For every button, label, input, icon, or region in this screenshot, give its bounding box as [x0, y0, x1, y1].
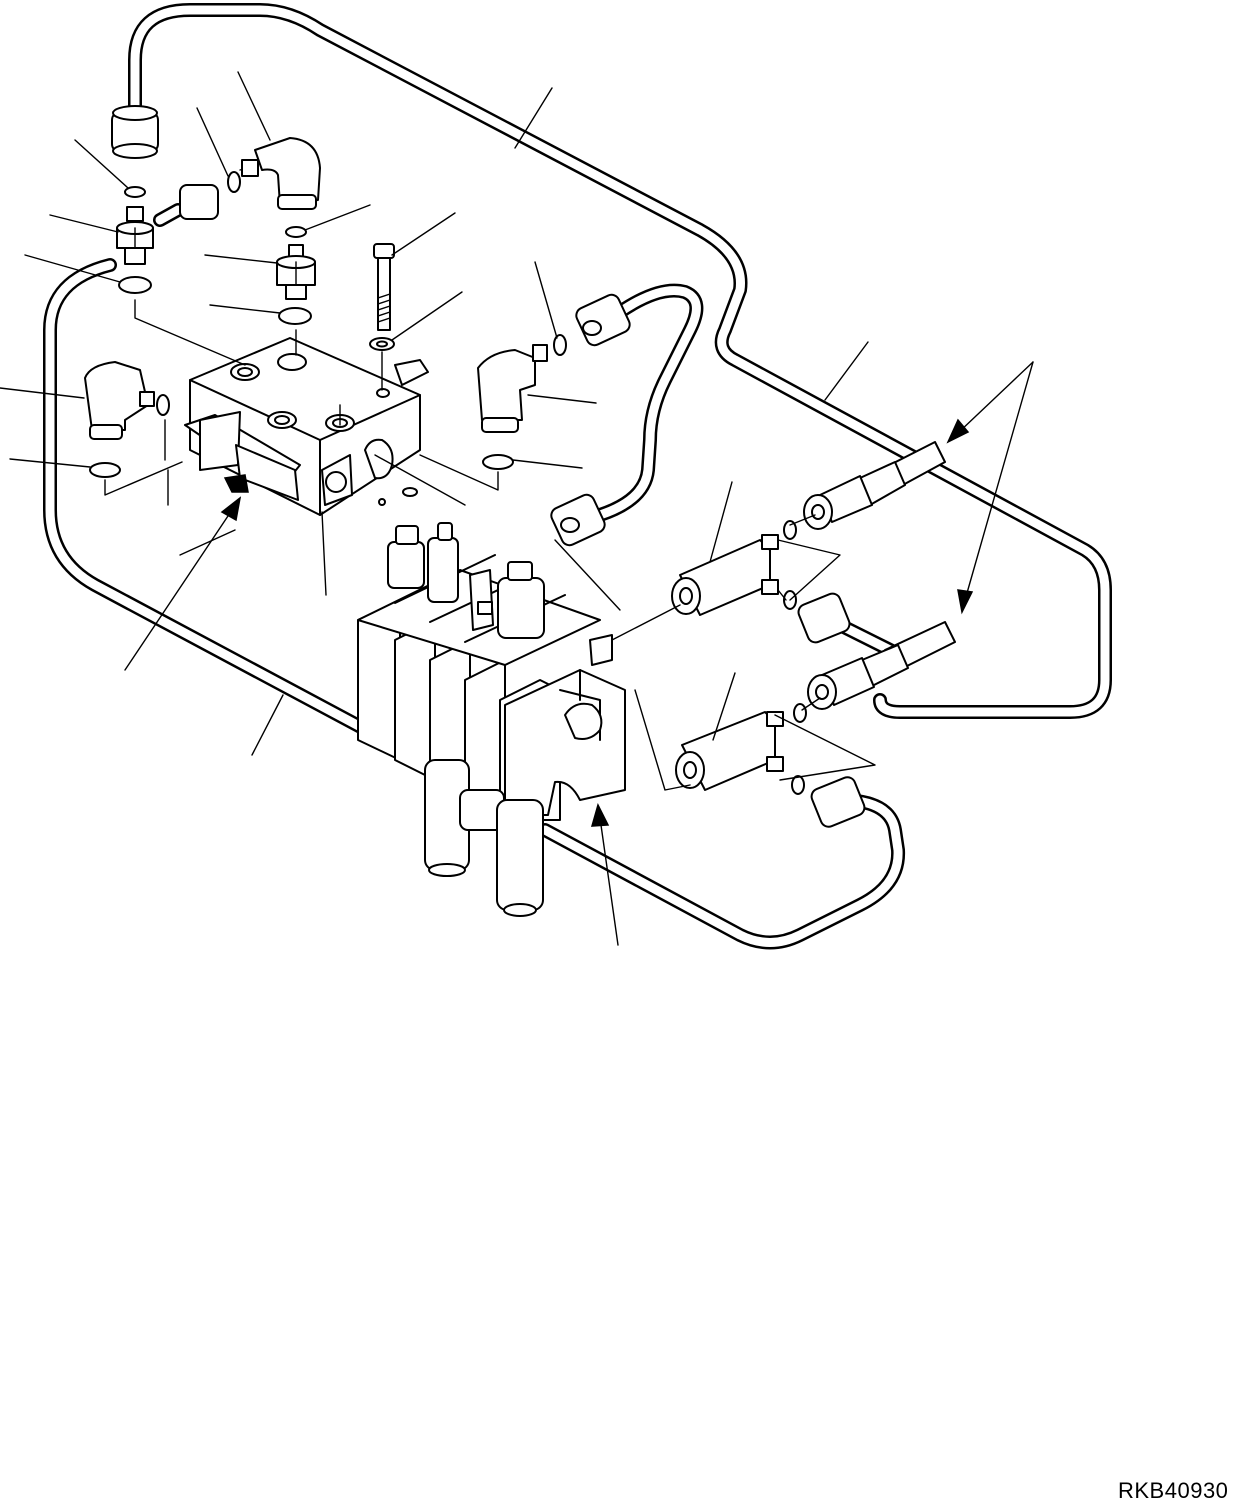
hydraulic-pipe-outer-loop — [135, 10, 1105, 712]
pipe-nut-top — [112, 106, 158, 158]
elbow-fitting-right — [478, 345, 547, 432]
arrow-leaders — [125, 362, 1033, 945]
o-ring — [794, 704, 806, 722]
pipe-nut-right-top — [574, 292, 633, 348]
o-ring — [279, 308, 311, 324]
adapter-fitting-left — [117, 207, 153, 264]
o-ring — [792, 776, 804, 794]
pipe-nut-right-lower — [549, 492, 608, 548]
leader-lines — [0, 72, 868, 755]
o-ring — [554, 335, 566, 355]
o-ring — [228, 172, 240, 192]
hydraulic-pipe-left-loop — [50, 265, 385, 740]
o-ring — [119, 277, 151, 293]
hydraulic-pipe-bottom-loop — [545, 800, 898, 943]
mounting-bolt — [374, 244, 394, 330]
o-ring — [125, 187, 145, 197]
elbow-fitting-top — [240, 138, 320, 209]
o-ring — [784, 591, 796, 609]
hose-assembly-upper — [804, 442, 945, 529]
tee-fitting-upper — [672, 535, 778, 615]
tee-fitting-lower — [676, 712, 783, 790]
elbow-fitting-left — [85, 362, 154, 439]
o-ring — [157, 395, 169, 415]
pipe-nut-tee-right — [796, 591, 852, 645]
hydraulic-pipe-center — [600, 291, 696, 515]
o-ring — [286, 227, 306, 237]
assembly-guide-lines — [105, 300, 875, 790]
pipe-nut-bottom-right — [809, 775, 867, 829]
o-ring — [90, 463, 120, 477]
control-valve-assembly — [358, 523, 625, 916]
adapter-fitting-center — [277, 245, 315, 299]
auxiliary-valve-block — [185, 338, 428, 515]
pipe-nut-small — [160, 185, 218, 220]
washer — [370, 338, 394, 350]
drawing-code-label: RKB40930 — [1118, 1478, 1229, 1503]
o-ring — [483, 455, 513, 469]
o-ring — [784, 521, 796, 539]
